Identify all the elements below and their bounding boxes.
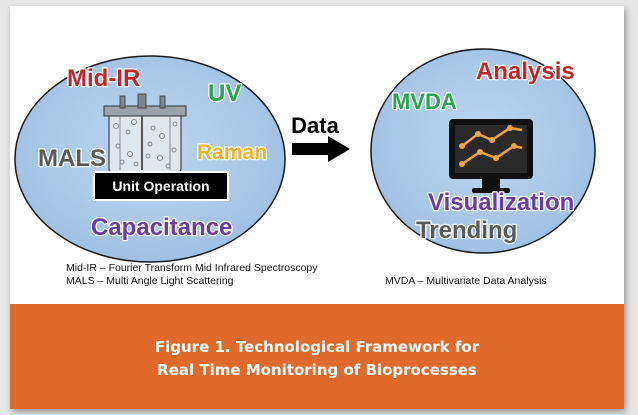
line-chart-monitor-icon <box>449 119 533 193</box>
right-arrow-icon <box>292 136 350 162</box>
sensor-circle: Unit Operation Mid-IR UV MALS Raman Capa… <box>14 55 286 263</box>
bioreactor-icon <box>103 93 187 173</box>
uv-label: UV <box>208 80 241 107</box>
analytics-circle: Analysis MVDA Visualization Trending <box>370 48 596 254</box>
visualization-label: Visualization <box>428 189 574 216</box>
mid-ir-label: Mid-IR <box>67 65 140 92</box>
caption-band: Figure 1. Technological Framework for Re… <box>10 304 624 409</box>
data-flow-arrow: Data <box>291 113 350 162</box>
figure-card: Unit Operation Mid-IR UV MALS Raman Capa… <box>10 6 624 409</box>
data-arrow-label: Data <box>291 113 339 138</box>
unit-operation-box <box>93 171 229 201</box>
footnote-mals: MALS – Multi Angle Light Scattering <box>66 275 234 287</box>
footnote-mid-ir: Mid-IR – Fourier Transform Mid Infrared … <box>66 262 318 274</box>
mvda-label: MVDA <box>392 89 457 114</box>
raman-label: Raman <box>197 141 267 164</box>
analysis-label: Analysis <box>476 58 575 85</box>
trending-label: Trending <box>416 217 517 244</box>
mals-label: MALS <box>38 145 106 172</box>
capacitance-label: Capacitance <box>91 214 232 241</box>
figure-caption: Figure 1. Technological Framework for Re… <box>154 337 480 379</box>
unit-operation-label: Unit Operation <box>112 178 209 194</box>
footnote-mvda: MVDA – Multivariate Data Analysis <box>385 275 547 287</box>
framework-diagram: Unit Operation Mid-IR UV MALS Raman Capa… <box>14 48 596 287</box>
